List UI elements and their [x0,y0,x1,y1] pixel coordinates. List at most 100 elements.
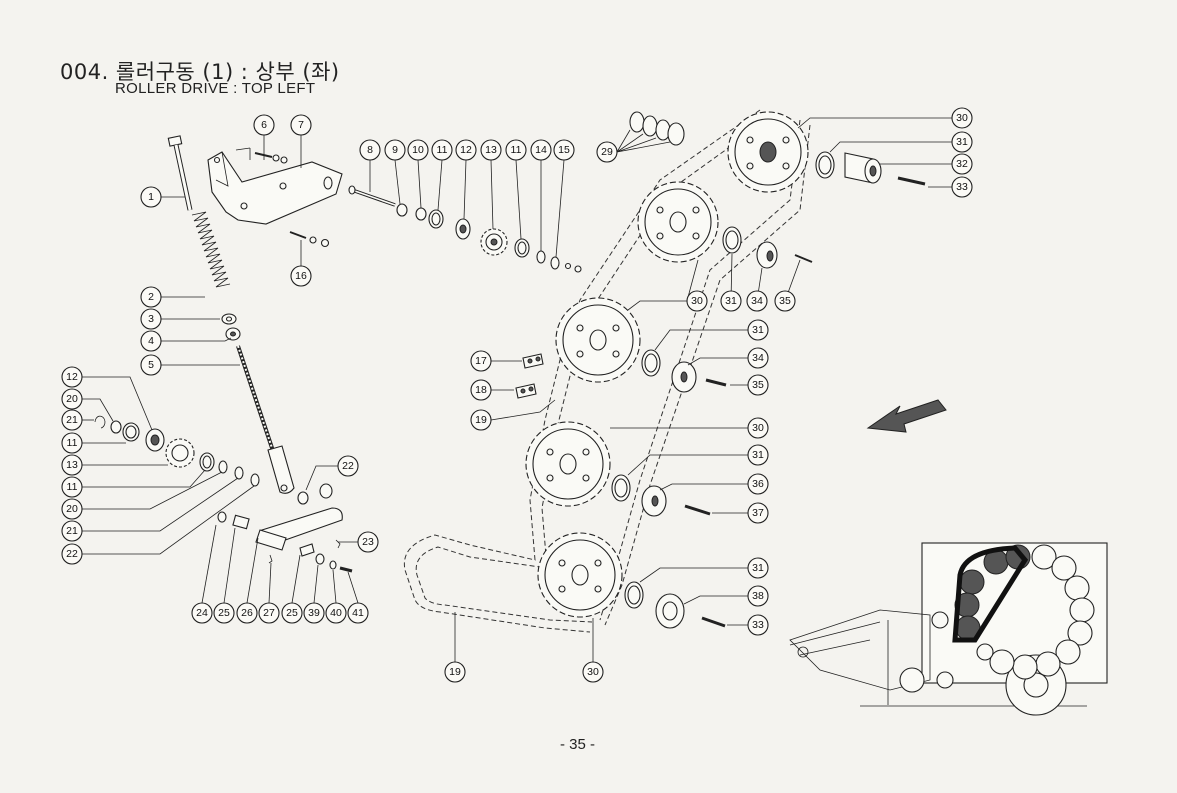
spring-washer [221,313,237,325]
callout-10: 10 [407,139,429,161]
mounting-bracket [207,147,343,225]
adjuster-nut [225,327,241,341]
callout-33-2: 33 [747,614,769,636]
threaded-rod [236,345,295,494]
svg-text:11: 11 [67,481,78,493]
svg-text:35: 35 [752,379,764,391]
svg-text:12: 12 [460,144,472,156]
direction-arrow [866,399,947,433]
svg-text:30: 30 [587,666,599,678]
svg-text:16: 16 [295,270,307,282]
callout-26: 26 [236,602,258,624]
callout-25-b: 25 [281,602,303,624]
svg-text:11: 11 [437,144,448,156]
callout-20-left-b: 20 [61,498,83,520]
hub-spacers-and-bushings [611,151,926,629]
svg-text:24: 24 [196,607,208,619]
callout-19-mid: 19 [470,409,492,431]
roller-sprocket-1 [727,111,809,193]
svg-text:34: 34 [752,352,764,364]
svg-text:13: 13 [66,459,78,471]
svg-text:31: 31 [752,324,764,336]
callout-11-left: 11 [61,432,83,454]
svg-text:29: 29 [601,146,613,158]
svg-text:31: 31 [956,136,968,148]
callout-8: 8 [359,139,381,161]
svg-text:38: 38 [752,590,764,602]
roller-sprocket-4 [525,421,611,507]
svg-text:19: 19 [475,414,487,426]
callout-2: 2 [140,286,162,308]
callout-34-2: 34 [747,347,769,369]
callout-31-3: 31 [747,319,769,341]
svg-text:22: 22 [342,460,354,472]
svg-text:31: 31 [752,449,764,461]
svg-text:2: 2 [148,291,154,303]
inset-rollers [931,544,1095,680]
svg-text:32: 32 [956,158,968,170]
callout-29: 29 [596,141,618,163]
svg-text:31: 31 [752,562,764,574]
svg-text:4: 4 [148,335,154,347]
svg-text:21: 21 [66,525,78,537]
callout-31-2: 31 [720,290,742,312]
callout-27: 27 [258,602,280,624]
callout-13-left: 13 [61,454,83,476]
callout-36: 36 [747,473,769,495]
leader-lines [82,117,952,662]
svg-text:19: 19 [449,666,461,678]
bracket-bolts [254,152,330,248]
callout-5: 5 [140,354,162,376]
callout-9: 9 [384,139,406,161]
callout-3: 3 [140,308,162,330]
callout-24: 24 [191,602,213,624]
svg-text:27: 27 [263,607,275,619]
callout-30-4: 30 [582,661,604,683]
callout-11-left-b: 11 [61,476,83,498]
svg-text:7: 7 [298,119,304,131]
callout-21-left-b: 21 [61,520,83,542]
svg-text:10: 10 [412,144,424,156]
callout-4: 4 [140,330,162,352]
callout-14: 14 [530,139,552,161]
svg-text:17: 17 [475,355,487,367]
shim-rings [629,111,685,146]
svg-text:30: 30 [956,112,968,124]
callout-30-1: 30 [951,107,973,129]
callout-32: 32 [951,153,973,175]
callout-33-1: 33 [951,176,973,198]
callout-7: 7 [290,114,312,136]
svg-text:35: 35 [779,295,791,307]
svg-text:18: 18 [475,384,487,396]
callout-40: 40 [325,602,347,624]
svg-text:20: 20 [66,393,78,405]
page-title: 004. 롤러구동 (1) : 상부 (좌) [60,60,340,84]
svg-text:25: 25 [218,607,230,619]
shaft-washers [396,203,582,273]
callout-34-1: 34 [746,290,768,312]
idler-shaft-bolt [348,185,396,207]
callout-18: 18 [470,379,492,401]
callout-11-top: 11 [431,139,453,161]
callout-1: 1 [140,186,162,208]
callout-11-top-b: 11 [505,139,527,161]
compression-spring [191,211,231,288]
callout-20-left: 20 [61,388,83,410]
svg-text:36: 36 [752,478,764,490]
svg-text:25: 25 [286,607,298,619]
idler-sprocket-lower-stack [94,415,260,487]
callout-12-top: 12 [455,139,477,161]
callout-21-left: 21 [61,409,83,431]
svg-text:11: 11 [511,144,522,156]
svg-text:21: 21 [66,414,78,426]
svg-text:40: 40 [330,607,342,619]
callout-25: 25 [213,602,235,624]
page-subtitle: ROLLER DRIVE : TOP LEFT [115,80,316,97]
callout-31-1: 31 [951,131,973,153]
svg-text:20: 20 [66,503,78,515]
callout-39: 39 [303,602,325,624]
callout-23: 23 [357,531,379,553]
svg-text:8: 8 [367,144,373,156]
svg-text:14: 14 [535,144,547,156]
